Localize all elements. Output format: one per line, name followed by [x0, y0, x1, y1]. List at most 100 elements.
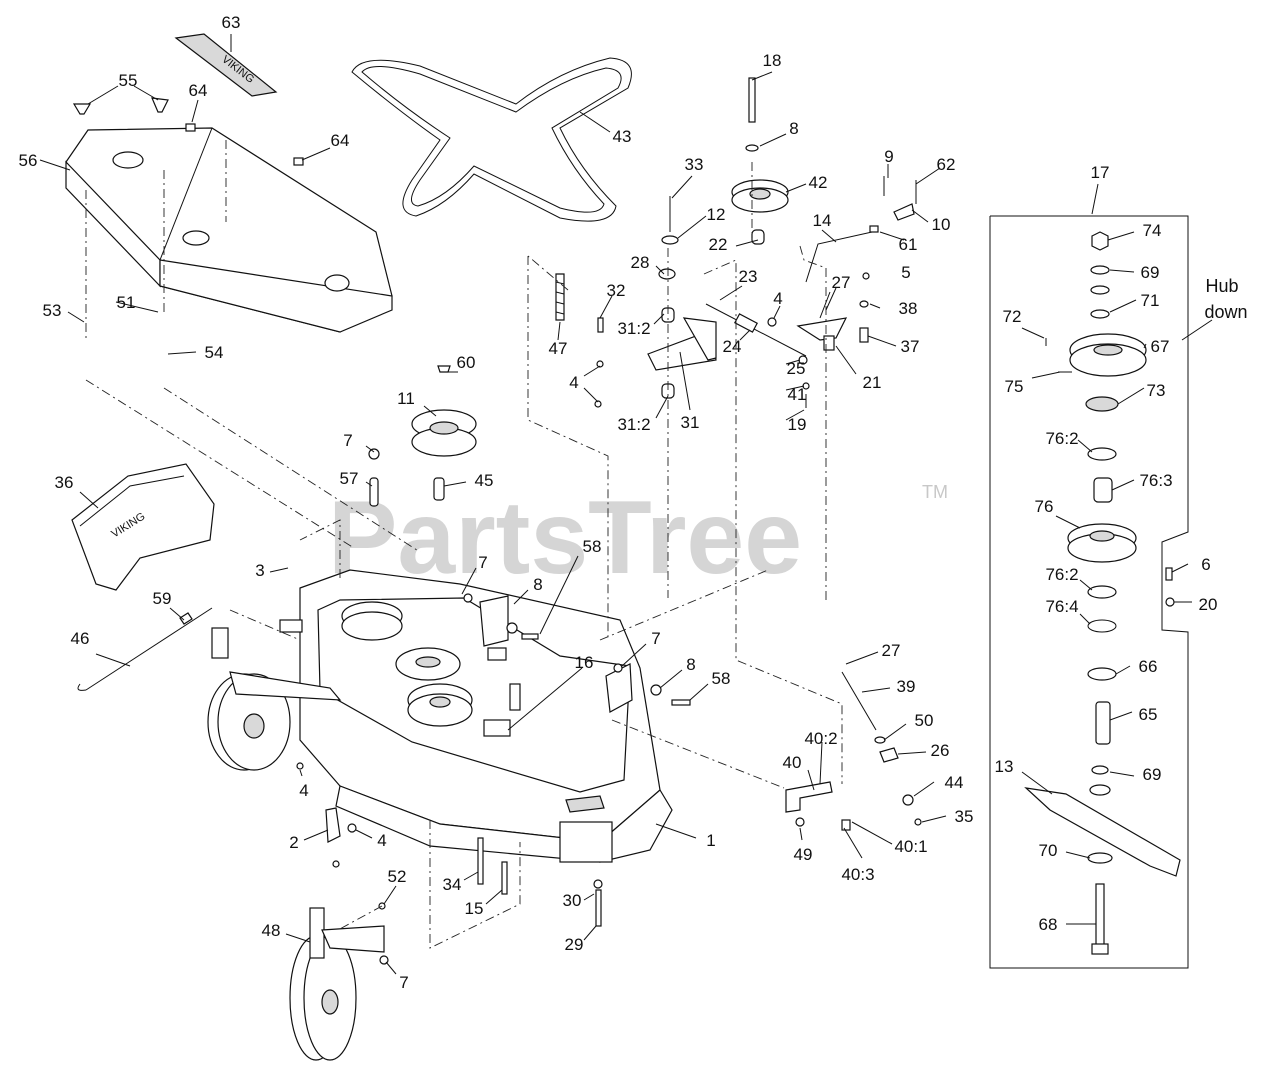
- callout-label: 35: [955, 807, 974, 826]
- callout-label: 2: [289, 833, 298, 852]
- callout-label: 61: [899, 235, 918, 254]
- callout-label: 73: [1147, 381, 1166, 400]
- callout-label: 53: [43, 301, 62, 320]
- callout-label: 27: [882, 641, 901, 660]
- callout-label: 5: [901, 263, 910, 282]
- callout-label: 13: [995, 757, 1014, 776]
- caster-wheel-left: [207, 627, 342, 771]
- callout-label: 47: [549, 339, 568, 358]
- callout-label: 56: [19, 151, 38, 170]
- callout-label: 46: [71, 629, 90, 648]
- callout-label: 32: [607, 281, 626, 300]
- height-linkage: [796, 176, 917, 351]
- callout-label: 60: [457, 353, 476, 372]
- callout-label: 26: [931, 741, 950, 760]
- callout-label: 7: [343, 431, 352, 450]
- callout-label: 50: [915, 711, 934, 730]
- callout-label: 39: [897, 677, 916, 696]
- callout-label: 9: [884, 147, 893, 166]
- callout-label: 68: [1039, 915, 1058, 934]
- callout-label: 31:2: [617, 415, 650, 434]
- callout-label: 28: [631, 253, 650, 272]
- callout-label: 62: [937, 155, 956, 174]
- callout-label: 15: [465, 899, 484, 918]
- callout-label: 40:2: [804, 729, 837, 748]
- callout-label: 25: [787, 359, 806, 378]
- mower-deck: [279, 569, 673, 863]
- callout-label: 18: [763, 51, 782, 70]
- callout-label: 4: [569, 373, 578, 392]
- callout-label: 49: [794, 845, 813, 864]
- cover-knobs: [72, 97, 304, 166]
- callout-label: 29: [565, 935, 584, 954]
- callout-label: 65: [1139, 705, 1158, 724]
- callout-label: 55: [119, 71, 138, 90]
- callout-label: 4: [773, 289, 782, 308]
- callout-label: 4: [299, 781, 308, 800]
- callout-label: 1: [706, 831, 715, 850]
- callout-label: 19: [788, 415, 807, 434]
- hub-note-line2: down: [1204, 302, 1247, 322]
- callout-label: 45: [475, 471, 494, 490]
- callout-label: 10: [932, 215, 951, 234]
- callout-label: 24: [723, 337, 742, 356]
- callout-label: 20: [1199, 595, 1218, 614]
- callout-label: 76: [1035, 497, 1054, 516]
- callout-label: 59: [153, 589, 172, 608]
- callout-label: 48: [262, 921, 281, 940]
- deck-pulleys: [341, 601, 521, 737]
- callout-label: 34: [443, 875, 462, 894]
- discharge-chute: VIKING: [71, 463, 215, 591]
- callout-label: 6: [1201, 555, 1210, 574]
- idler-pulley-11: [368, 365, 477, 507]
- callout-label: 23: [739, 267, 758, 286]
- belt-cover: [65, 127, 393, 333]
- deck-hardware: [296, 762, 603, 965]
- callout-label: 17: [1091, 163, 1110, 182]
- callout-label: 75: [1005, 377, 1024, 396]
- callout-label: 64: [331, 131, 350, 150]
- callout-label: 7: [399, 973, 408, 992]
- callout-label: 69: [1141, 263, 1160, 282]
- callout-label: 14: [813, 211, 832, 230]
- callout-label: 8: [686, 655, 695, 674]
- watermark-trademark: TM: [922, 482, 948, 502]
- callout-label: 57: [340, 469, 359, 488]
- leader-lines: [39, 34, 1213, 975]
- callout-label: 70: [1039, 841, 1058, 860]
- callout-label: 42: [809, 173, 828, 192]
- deck-brackets: [463, 593, 691, 713]
- callout-label: 72: [1003, 307, 1022, 326]
- callout-label: 4: [377, 831, 386, 850]
- spindle-assembly-box: [989, 215, 1189, 969]
- callout-label: 43: [613, 127, 632, 146]
- callout-label: 7: [478, 553, 487, 572]
- idler-assembly: [555, 77, 810, 408]
- hub-note-line1: Hub: [1205, 276, 1238, 296]
- callout-label: 58: [712, 669, 731, 688]
- callout-label: 44: [945, 773, 964, 792]
- callout-label: 38: [899, 299, 918, 318]
- callout-label: 71: [1141, 291, 1160, 310]
- callout-label: 58: [583, 537, 602, 556]
- drive-belt: [351, 57, 632, 222]
- callout-label: 41: [788, 385, 807, 404]
- callout-label: 16: [575, 653, 594, 672]
- callout-label: 3: [255, 561, 264, 580]
- callout-label: 31: [681, 413, 700, 432]
- callout-label: 12: [707, 205, 726, 224]
- callout-label: 21: [863, 373, 882, 392]
- callout-label: 74: [1143, 221, 1162, 240]
- callout-label: 66: [1139, 657, 1158, 676]
- callout-label: 52: [388, 867, 407, 886]
- callout-label: 40:3: [841, 865, 874, 884]
- callout-label: 76:3: [1139, 471, 1172, 490]
- callout-label: 36: [55, 473, 74, 492]
- caster-wheel-rear: [289, 907, 385, 1061]
- callout-label: 33: [685, 155, 704, 174]
- callout-label: 40:1: [894, 837, 927, 856]
- callout-label: 67: [1151, 337, 1170, 356]
- callout-label: 22: [709, 235, 728, 254]
